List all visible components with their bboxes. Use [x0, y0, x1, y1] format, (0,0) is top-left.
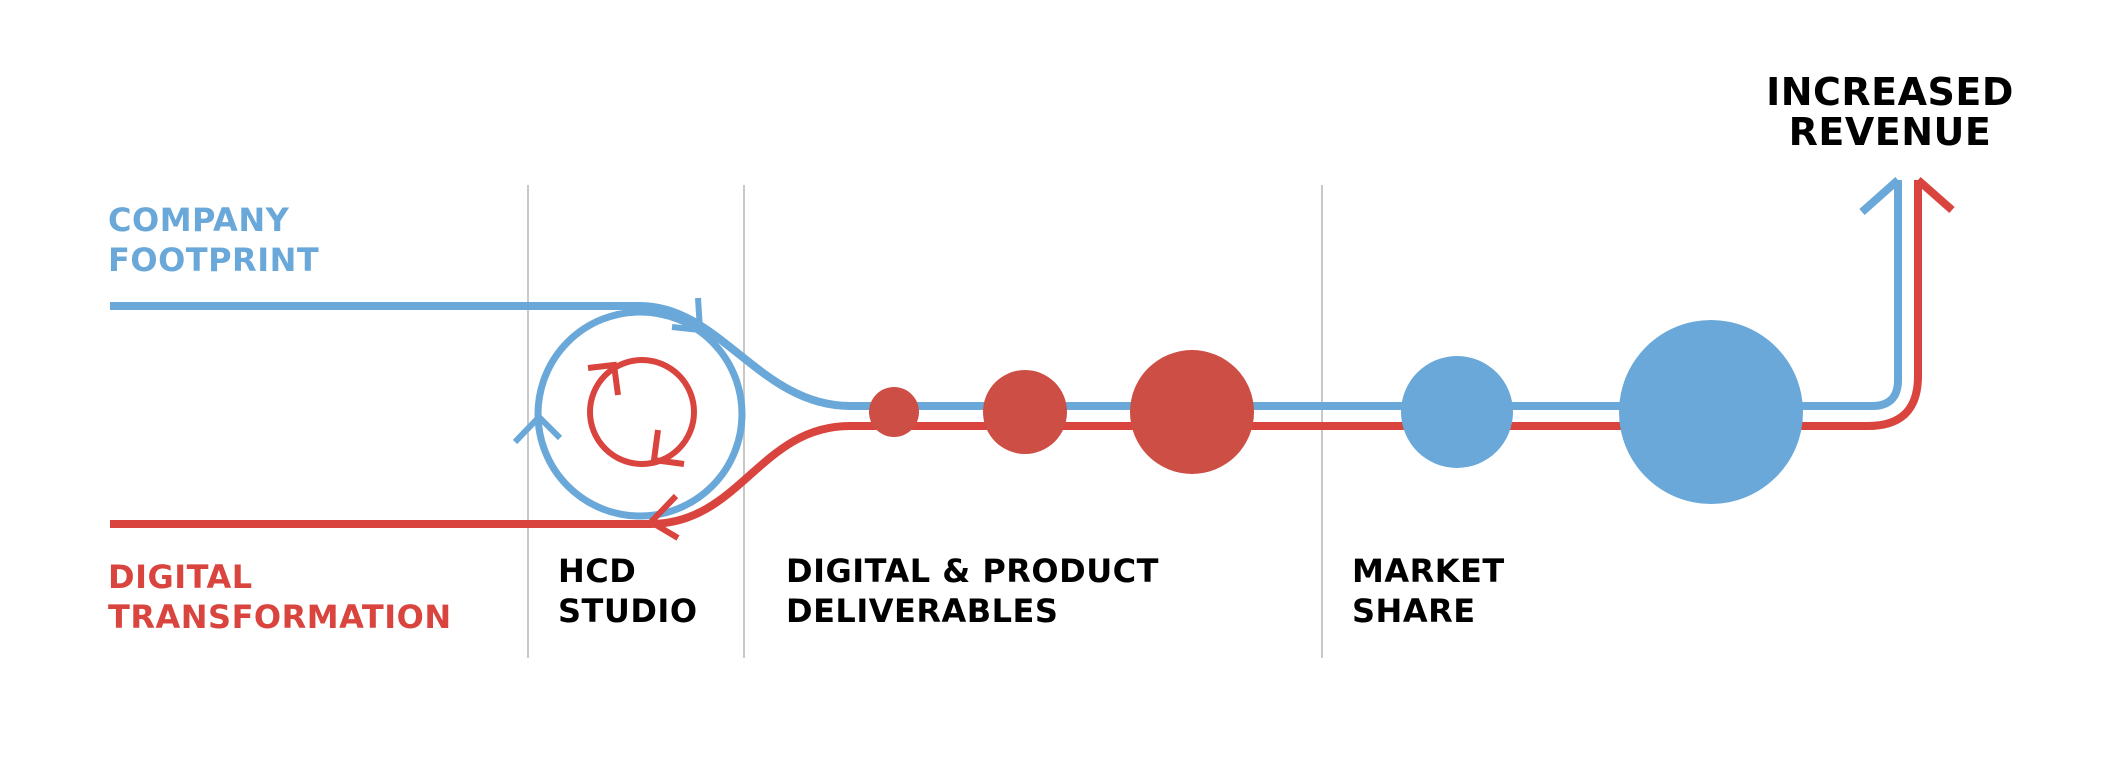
deliverables-label-line2: DELIVERABLES	[786, 592, 1059, 630]
company-footprint-arrowhead-icon	[1859, 177, 1901, 215]
hcd-studio-label-line2: STUDIO	[558, 592, 698, 630]
deliverable-bubble-large	[1130, 350, 1254, 474]
inner-loop-arrow-bottom-icon	[650, 429, 685, 467]
company-footprint-label-line2: FOOTPRINT	[108, 241, 320, 279]
digital-transformation-arrowhead-icon	[1915, 177, 1955, 213]
deliverable-bubble-medium	[983, 370, 1067, 454]
deliverables-label: DIGITAL & PRODUCT DELIVERABLES	[786, 551, 1159, 631]
hcd-studio-label-line1: HCD	[558, 552, 637, 590]
market-share-label-line2: SHARE	[1352, 592, 1476, 630]
company-footprint-flow-line	[110, 180, 1902, 410]
hcd-outer-loop-icon	[534, 308, 746, 520]
digital-transformation-label: DIGITAL TRANSFORMATION	[108, 557, 452, 637]
outer-loop-arrow-left-icon	[512, 412, 563, 445]
market-share-bubble-large	[1619, 320, 1803, 504]
deliverables-label-line1: DIGITAL & PRODUCT	[786, 552, 1159, 590]
company-footprint-label: COMPANY FOOTPRINT	[108, 200, 319, 280]
inner-loop-arrow-top-icon	[587, 361, 621, 396]
hcd-inner-loop-icon	[587, 357, 697, 467]
digital-transformation-label-line1: DIGITAL	[108, 558, 253, 596]
increased-revenue-label-line2: REVENUE	[1788, 110, 1992, 154]
outer-loop-arrow-bottom-icon	[646, 493, 680, 541]
increased-revenue-label-line1: INCREASED	[1766, 70, 2014, 114]
increased-revenue-label: INCREASED REVENUE	[1752, 72, 2028, 152]
digital-transformation-label-line2: TRANSFORMATION	[108, 598, 452, 636]
deliverable-bubble-small	[869, 387, 919, 437]
market-share-label-line1: MARKET	[1352, 552, 1505, 590]
company-footprint-label-line1: COMPANY	[108, 201, 290, 239]
market-share-label: MARKET SHARE	[1352, 551, 1505, 631]
market-share-bubble-medium	[1401, 356, 1513, 468]
hcd-studio-label: HCD STUDIO	[558, 551, 698, 631]
outer-loop-arrow-top-icon	[671, 297, 704, 334]
digital-transformation-flow-line	[110, 180, 1922, 528]
